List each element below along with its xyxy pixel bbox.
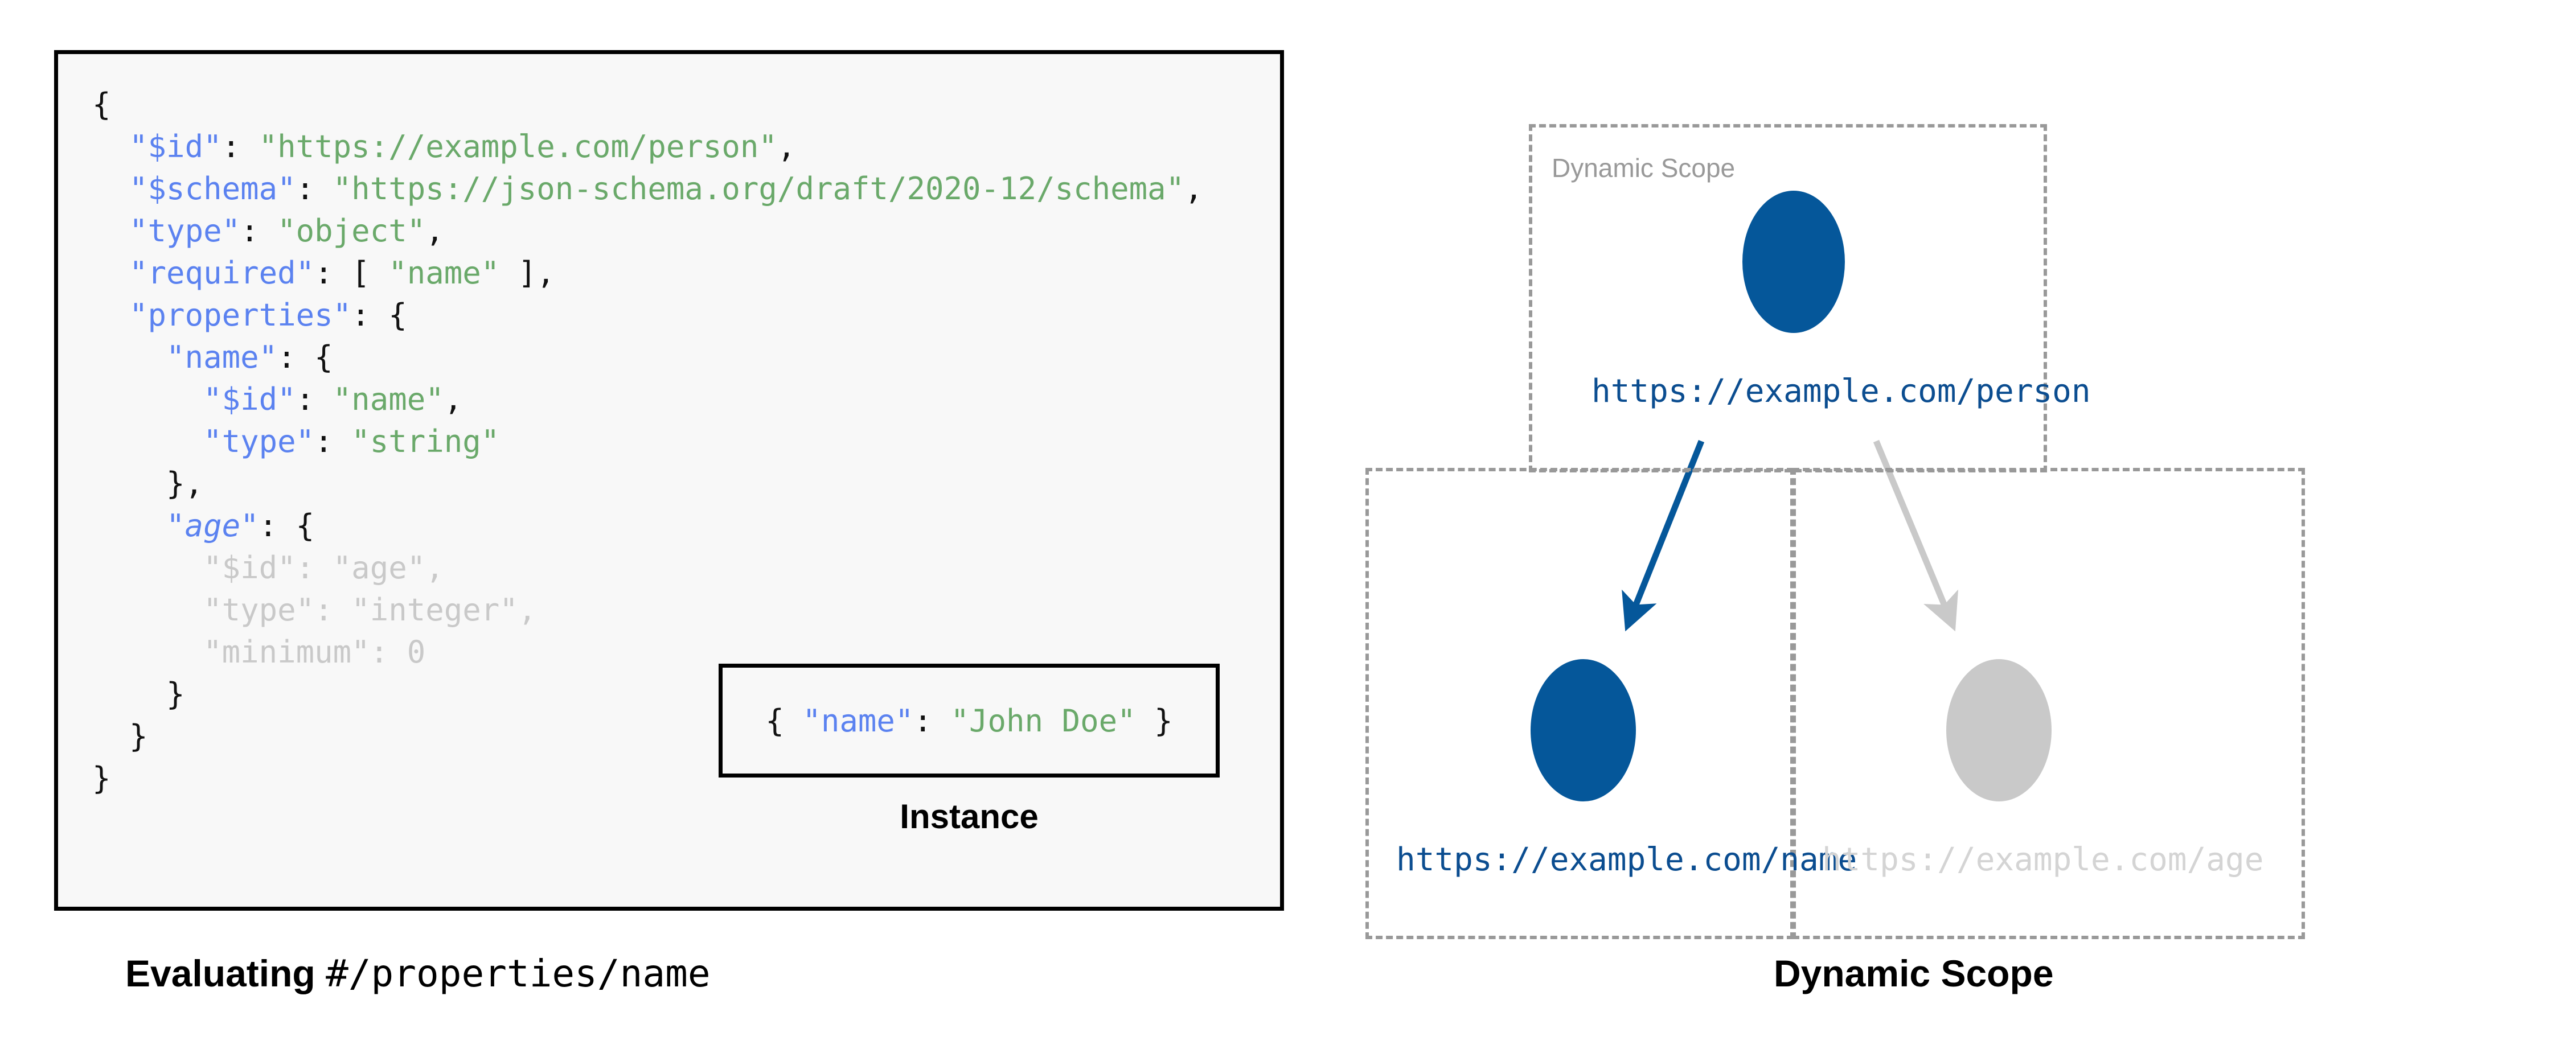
instance-caption: Instance [900, 797, 1039, 836]
schema-code-block: { "$id": "https://example.com/person", "… [92, 84, 1203, 800]
instance-code: { "name": "John Doe" } [765, 703, 1172, 739]
code-token: "age" [333, 550, 426, 586]
code-token [92, 508, 166, 544]
code-token: "object" [277, 213, 426, 249]
code-token: "name" [802, 702, 914, 739]
code-line: } [92, 758, 1203, 800]
code-token: : [221, 129, 259, 164]
schema-code-panel: { "$id": "https://example.com/person", "… [54, 50, 1284, 911]
code-token: : [240, 213, 278, 249]
code-token: "required" [129, 255, 315, 291]
dynamic-scope-diagram: Dynamic Scope https://example.com/person… [1355, 85, 2551, 939]
code-token: }, [92, 466, 204, 501]
code-token: "$id" [203, 550, 296, 586]
node-age[interactable] [1946, 659, 2052, 801]
node-label-person: https://example.com/person [1591, 373, 2091, 410]
code-token: : { [351, 297, 407, 333]
code-line: "properties": { [92, 294, 1203, 336]
code-token [92, 550, 203, 586]
code-line: "type": "object", [92, 210, 1203, 252]
code-token: "integer" [351, 592, 518, 628]
code-token: , [425, 550, 444, 586]
code-token [92, 297, 129, 333]
code-token [92, 171, 129, 207]
code-token: "name" [388, 255, 500, 291]
code-token: : { [259, 508, 315, 544]
code-token [92, 592, 203, 628]
code-token: } [1135, 702, 1173, 739]
code-token: : [370, 634, 407, 670]
code-token: : [296, 171, 333, 207]
code-token: : [314, 592, 352, 628]
scope-box-name [1365, 468, 1794, 939]
code-token: } [92, 718, 148, 754]
code-line: "$id": "name", [92, 379, 1203, 421]
code-token: , [777, 129, 796, 164]
left-figure-caption: Evaluating #/properties/name [125, 952, 711, 996]
code-token: "https://example.com/person" [259, 129, 777, 164]
code-line: "type": "integer", [92, 589, 1203, 631]
code-token: "type" [129, 213, 241, 249]
code-line: { [92, 84, 1203, 126]
code-token: : [314, 423, 352, 459]
code-token: ], [499, 255, 555, 291]
node-label-name: https://example.com/name [1396, 841, 1857, 878]
left-caption-prefix: Evaluating [125, 952, 326, 994]
node-label-age: https://example.com/age [1822, 841, 2264, 878]
scope-box-age [1792, 468, 2305, 939]
code-token: : [ [314, 255, 389, 291]
code-token [92, 339, 166, 375]
code-token: "string" [351, 423, 500, 459]
code-line: "required": [ "name" ], [92, 252, 1203, 294]
code-token: "properties" [129, 297, 352, 333]
code-line: "$id": "age", [92, 547, 1203, 589]
scope-box-label: Dynamic Scope [1552, 153, 1736, 183]
code-token: { [92, 87, 111, 122]
code-token: , [518, 592, 537, 628]
code-token: { [765, 702, 803, 739]
code-token [92, 381, 203, 417]
code-token: "minimum" [203, 634, 370, 670]
code-token: 0 [407, 634, 426, 670]
code-line: "$schema": "https://json-schema.org/draf… [92, 168, 1203, 210]
code-line: "type": "string" [92, 421, 1203, 463]
code-token [92, 255, 129, 291]
node-person[interactable] [1742, 191, 1845, 333]
code-line: } [92, 673, 1203, 715]
code-line: "minimum": 0 [92, 631, 1203, 673]
left-caption-pointer: #/properties/name [326, 952, 711, 996]
code-token: "age" [166, 508, 259, 544]
code-token: } [92, 676, 185, 712]
code-token [92, 129, 129, 164]
code-line: "age": { [92, 505, 1203, 547]
code-line: } [92, 715, 1203, 758]
code-token: : [913, 702, 951, 739]
code-token: , [425, 213, 444, 249]
code-token: "https://json-schema.org/draft/2020-12/s… [333, 171, 1185, 207]
code-token: "name" [333, 381, 444, 417]
code-token: : [296, 550, 333, 586]
code-token: "$schema" [129, 171, 296, 207]
code-line: "$id": "https://example.com/person", [92, 126, 1203, 168]
code-token: "type" [203, 423, 315, 459]
code-token [92, 213, 129, 249]
code-token: : [296, 381, 333, 417]
node-name[interactable] [1531, 659, 1636, 801]
code-token: } [92, 760, 111, 796]
code-token: "type" [203, 592, 315, 628]
code-token: : { [277, 339, 333, 375]
code-token [92, 634, 203, 670]
code-token: "$id" [203, 381, 296, 417]
instance-box: { "name": "John Doe" } [719, 664, 1220, 778]
code-token: "$id" [129, 129, 222, 164]
code-line: }, [92, 463, 1203, 505]
code-token [92, 423, 203, 459]
code-token: "John Doe" [950, 702, 1136, 739]
code-token: , [444, 381, 463, 417]
right-figure-caption: Dynamic Scope [1774, 952, 2054, 994]
code-token: , [1184, 171, 1203, 207]
code-token: "name" [166, 339, 278, 375]
code-line: "name": { [92, 336, 1203, 379]
